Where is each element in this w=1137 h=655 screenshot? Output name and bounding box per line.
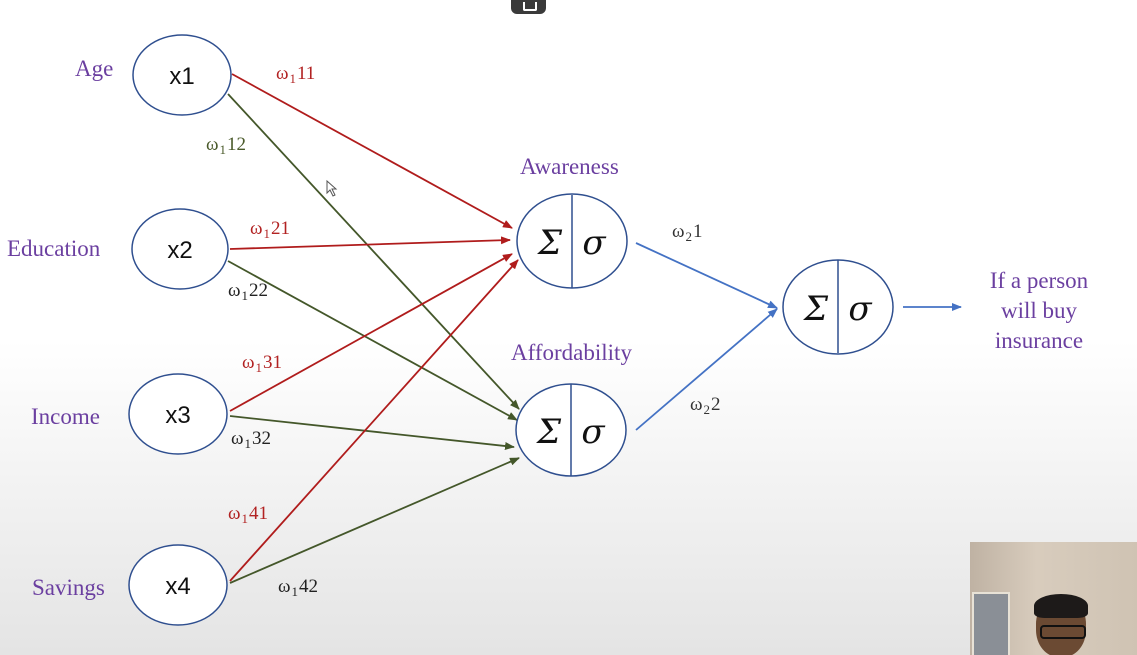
weight-label-w1-11: ω111 — [276, 63, 316, 86]
feature-label-education: Education — [7, 236, 101, 261]
hidden-node-awareness: Σ σ — [516, 193, 628, 289]
weight-label-w2-1: ω21 — [672, 221, 703, 244]
input-node-x1: x1 — [132, 34, 232, 116]
input-node-label: x1 — [169, 63, 194, 90]
weight-label-w1-42: ω142 — [278, 576, 319, 599]
sigma-symbol: σ — [581, 412, 605, 452]
input-node-label: x4 — [165, 573, 190, 600]
webcam-person-glasses — [1040, 625, 1086, 639]
weight-label-w2-2: ω22 — [690, 394, 721, 417]
output-label-line: If a person — [989, 268, 1089, 293]
output-label-line: will buy — [1000, 298, 1078, 323]
input-node-x2: x2 — [131, 208, 229, 290]
weight-label-w1-12: ω112 — [206, 134, 247, 157]
webcam-video[interactable] — [970, 542, 1137, 655]
edge-x3-awareness — [229, 253, 513, 412]
feature-label-savings: Savings — [32, 575, 105, 600]
webcam-person-hair — [1034, 594, 1088, 618]
edge-x3-affordability — [229, 415, 515, 450]
weight-label-w1-32: ω132 — [231, 428, 272, 451]
weight-label-w1-21: ω121 — [250, 218, 291, 241]
edge-x4-awareness — [229, 259, 519, 582]
output-node: Σ σ — [782, 259, 894, 355]
webcam-door — [972, 592, 1010, 655]
hidden-label-affordability: Affordability — [511, 340, 632, 365]
input-node-label: x3 — [165, 402, 190, 429]
weight-label-w1-41: ω141 — [228, 503, 269, 526]
input-node-label: x2 — [167, 237, 192, 264]
sum-symbol: Σ — [802, 289, 829, 329]
edge-awareness-output — [635, 242, 778, 309]
hidden-node-affordability: Σ σ — [515, 383, 627, 477]
sum-symbol: Σ — [535, 412, 562, 452]
output-label-line: insurance — [994, 328, 1084, 353]
mouse-cursor-icon — [326, 179, 338, 197]
sigma-symbol: σ — [582, 223, 606, 263]
feature-label-income: Income — [31, 404, 100, 429]
sum-symbol: Σ — [536, 223, 563, 263]
edge-affordability-output — [635, 308, 778, 431]
edge-x1-affordability — [227, 93, 520, 410]
weight-label-w1-22: ω122 — [228, 280, 269, 303]
edge-x2-awareness — [229, 236, 511, 250]
hidden-label-awareness: Awareness — [520, 154, 619, 179]
edge-x4-affordability — [229, 457, 520, 584]
input-node-x4: x4 — [128, 544, 228, 626]
input-node-x3: x3 — [128, 373, 228, 455]
feature-label-age: Age — [75, 56, 114, 81]
sigma-symbol: σ — [848, 289, 872, 329]
output-label: If a person will buy insurance — [964, 266, 1114, 356]
edge-x1-awareness — [231, 73, 513, 229]
screen-share-icon[interactable] — [511, 0, 546, 14]
weight-label-w1-31: ω131 — [242, 352, 283, 375]
edge-x2-affordability — [227, 260, 518, 421]
